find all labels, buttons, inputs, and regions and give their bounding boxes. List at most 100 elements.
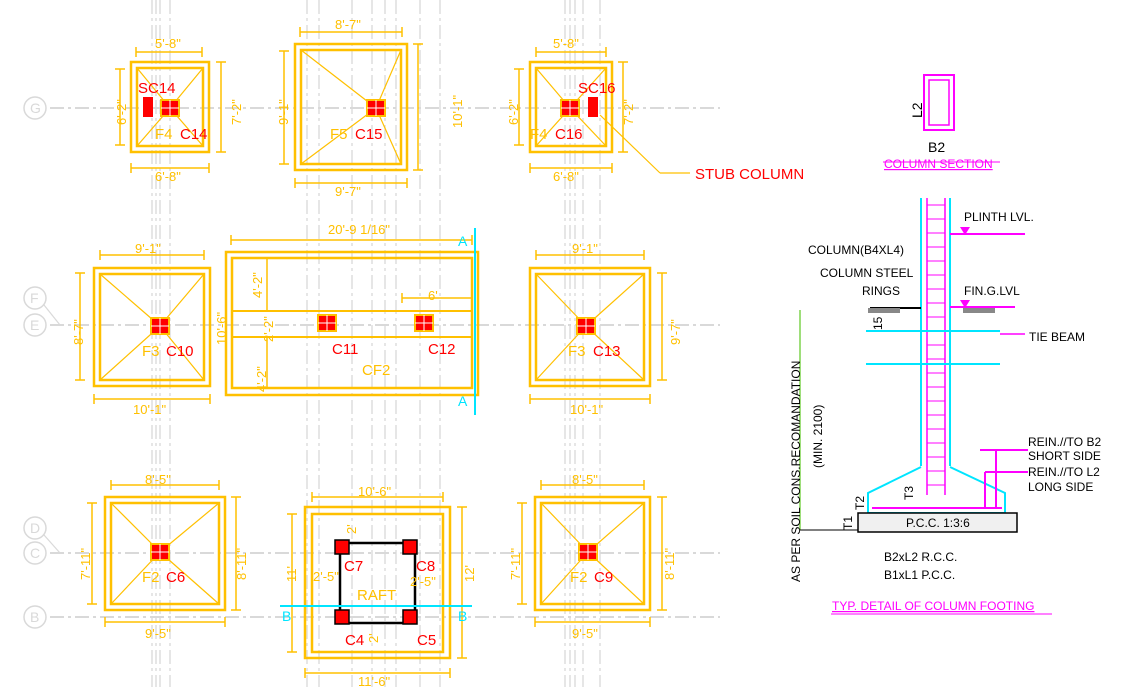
dim-left: 9'-1" (276, 99, 291, 125)
footing-f4-left-inner (135, 66, 205, 148)
grid-label-f: F (30, 290, 39, 306)
pyramid-slope (300, 49, 377, 109)
dim-gap-top: 2' (344, 524, 359, 534)
dim-bottom: 11'-6" (358, 674, 391, 687)
column-label: C6 (166, 569, 185, 586)
dim-bottom: 9'-7" (335, 184, 361, 199)
column-label: C10 (166, 343, 194, 360)
dim-side-left: 2'-5" (313, 569, 339, 584)
grid-leader (43, 534, 61, 554)
footing-label: CF2 (362, 362, 390, 379)
column-label: C16 (555, 126, 583, 143)
footing-f2-left-outer (103, 495, 227, 612)
pyramid-slope (300, 107, 377, 165)
detail-title: TYP. DETAIL OF COLUMN FOOTING (832, 599, 1034, 613)
dim-right: 7'-2" (229, 99, 244, 125)
section-marker-top: A (458, 233, 468, 249)
raft-column (402, 609, 418, 625)
dim-right: 10'-1" (450, 94, 465, 128)
stub-column (588, 97, 598, 117)
rings-label: RINGS (862, 284, 900, 298)
dim-upper: 4'-2" (250, 272, 265, 298)
footing-f3-left: F3 C10 9'-1" 10'-1" 8'-7" 10'-6" (71, 241, 229, 417)
footing-label: F5 (330, 126, 348, 143)
pcc-label: P.C.C. 1:3:6 (906, 516, 970, 530)
dim-bottom: 10'-1" (133, 402, 167, 417)
dim-top: 8'-7" (335, 17, 361, 32)
rein-l2-line2: LONG SIDE (1028, 480, 1093, 494)
dim-top: 8'-5" (572, 472, 598, 487)
dim-right: 8'-11" (234, 547, 249, 580)
footing-label: F2 (142, 569, 160, 586)
grid-bubble (23, 516, 47, 540)
tie-beam-label: TIE BEAM (1029, 330, 1085, 344)
raft-outer (303, 505, 452, 660)
dim-15: 15 (871, 316, 885, 330)
footing-f2-left: F2 C6 8'-5" 9'-5" 7'-11" 8'-11" (78, 472, 249, 641)
grid-label-c: C (30, 545, 40, 561)
dim-offset: 6' (428, 288, 438, 303)
column-label: C15 (355, 126, 383, 143)
stub-callout-leader (599, 114, 661, 174)
pyramid-slope (375, 107, 402, 165)
footing-label: F3 (142, 343, 160, 360)
column-label-c8: C8 (416, 558, 435, 575)
section-marker-left: B (282, 608, 291, 624)
grid-bubble (23, 286, 47, 310)
t1-label: T1 (841, 516, 855, 530)
dim-right: 7'-2" (621, 99, 636, 125)
dim-left: 7'-11" (508, 547, 523, 580)
footing-f2-left-inner (109, 501, 221, 606)
footing-f5-inner (299, 48, 403, 166)
section-marker-bottom: A (458, 393, 468, 409)
cf2-inner (230, 256, 474, 390)
raft-footing: 10'-6" 11'-6" 11' 12' 2'-5" 2'-5" 2' 2' … (282, 484, 477, 687)
dim-top: 5'-8" (553, 36, 579, 51)
dim-right: 9'-7" (668, 319, 683, 345)
grid-label-b: B (30, 609, 39, 625)
dim-left: 6'-2" (114, 99, 129, 125)
depth-min: (MIN. 2100) (811, 405, 825, 468)
grid-label-e: E (30, 317, 39, 333)
column-section-title: COLUMN SECTION (884, 157, 993, 171)
ground-hatch (868, 308, 900, 313)
dim-top: 9'-1" (572, 241, 598, 256)
stub-label: SC16 (578, 80, 616, 97)
pcc-size: B1xL1 P.C.C. (884, 568, 955, 582)
column-label: C14 (180, 126, 208, 143)
footing-label: RAFT (357, 587, 396, 604)
grid-label-g: G (30, 100, 41, 116)
pyramid-slope (375, 49, 402, 109)
dim-bottom: 6'-8" (553, 169, 579, 184)
footing-f4-right-outer (528, 60, 614, 154)
dim-bottom: 9'-5" (572, 626, 598, 641)
rcc-size: B2xL2 R.C.C. (884, 550, 957, 564)
footing-label: F3 (568, 343, 586, 360)
footing-f2-right-outer (533, 495, 652, 612)
grid-labels: G F E D C B (30, 100, 41, 625)
footing-f4-right-inner (534, 66, 608, 148)
footing-f3-right-outer (528, 266, 652, 388)
dim-right: 8'-11" (662, 547, 677, 580)
dim-top: 9'-1" (135, 241, 161, 256)
rein-l2-line1: REIN.//TO L2 (1028, 465, 1100, 479)
dim-top: 20'-9 1/16" (328, 222, 390, 237)
dim-left: 7'-11" (78, 547, 93, 580)
column-label: C13 (593, 343, 621, 360)
stub-label: SC14 (138, 80, 176, 97)
footing-f4-left: SC14 F4 C14 5'-8" 6'-8" 6'-2" 7'-2" (114, 36, 244, 184)
footing-f3-left-outer (92, 266, 212, 388)
dim-side-right: 2'-5" (410, 574, 436, 589)
footing-f3-right: F3 C13 9'-1" 10'-1" 9'-7" (568, 241, 683, 417)
raft-wall (338, 541, 417, 625)
dim-mid: 2'-2" (261, 316, 276, 342)
depth-note: AS PER SOIL CONS.RECOMANDATION (789, 361, 803, 582)
column-label-c7: C7 (344, 558, 363, 575)
column-footing-detail: PLINTH LVL. COLUMN(B4XL4) COLUMN STEEL R… (789, 210, 1101, 613)
grid-bubble (23, 605, 47, 629)
cf2-outer (224, 250, 480, 397)
column-label-c5: C5 (417, 632, 436, 649)
